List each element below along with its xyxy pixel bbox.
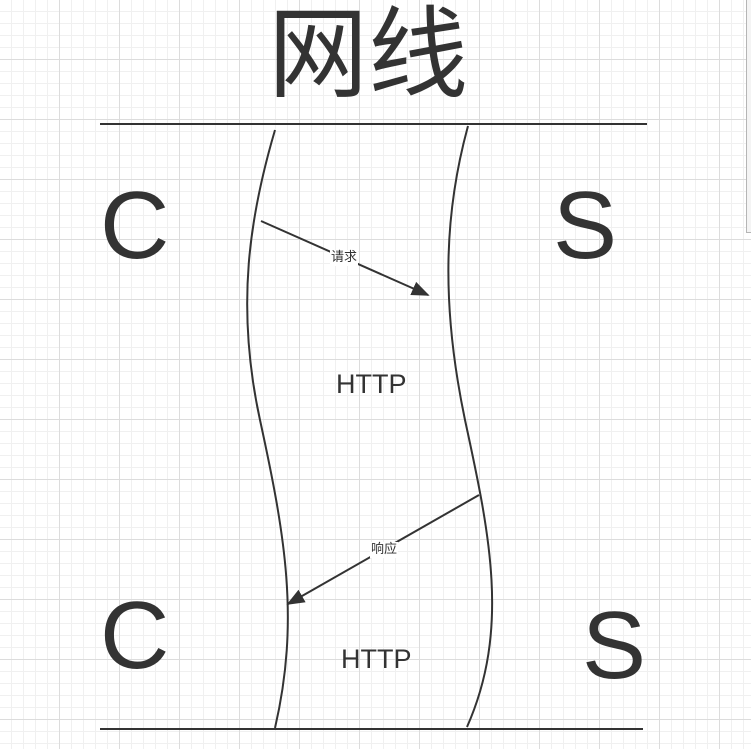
server-node-top[interactable]: S — [553, 172, 618, 279]
request-arrow-label: 请求 — [330, 250, 359, 266]
protocol-label-bottom[interactable]: HTTP — [341, 644, 412, 674]
diagram-title: 网线 — [268, 0, 468, 113]
client-node-bottom[interactable]: C — [100, 582, 170, 689]
client-node-top[interactable]: C — [100, 172, 170, 279]
vertical-scrollbar[interactable] — [746, 0, 751, 233]
server-node-bottom[interactable]: S — [582, 592, 647, 699]
left-cable-curve[interactable] — [246, 129, 289, 729]
right-cable-curve[interactable] — [447, 125, 494, 728]
response-arrow-label: 响应 — [370, 542, 399, 558]
protocol-label-top[interactable]: HTTP — [336, 369, 407, 399]
